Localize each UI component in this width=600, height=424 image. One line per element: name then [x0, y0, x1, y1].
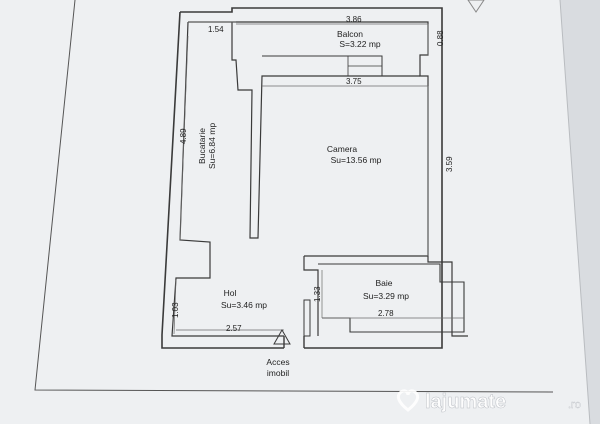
entrance-arrow-icon: [273, 328, 291, 345]
dim-camera-width: 3.75: [346, 77, 362, 86]
room-baie-name: Baie: [375, 278, 392, 288]
entrance-label-line1: Acces: [266, 357, 289, 367]
room-camera-area: Su=13.56 mp: [331, 155, 382, 165]
paper-edge: [559, 0, 591, 424]
room-bucatarie-area: Su=6.84 mp: [207, 123, 217, 169]
dim-line-bucatarie: [179, 35, 189, 241]
watermark-suffix: .ro: [568, 399, 581, 411]
baie-inner: [318, 263, 465, 333]
dim-top-left: 1.54: [208, 25, 224, 34]
room-balcon-name: Balcon: [337, 29, 363, 39]
partition-kitchen: [231, 22, 420, 239]
room-baie-area: Su=3.29 mp: [363, 291, 409, 301]
room-baie: Baie Su=3.29 mp: [363, 278, 409, 301]
dim-balcon-depth: 0.88: [436, 30, 445, 46]
entrance-jambs: [283, 336, 305, 348]
room-balcon-area: S=3.22 mp: [339, 39, 381, 49]
dim-camera-height: 3.59: [445, 156, 454, 172]
watermark-brand: lajumate: [425, 391, 506, 413]
room-hol-name: Hol: [224, 288, 237, 298]
room-balcon: Balcon S=3.22 mp: [337, 29, 381, 49]
dim-balcon-width: 3.86: [346, 15, 362, 24]
outer-wall-right: [180, 7, 443, 349]
room-camera-name: Camera: [327, 144, 358, 154]
dim-bucatarie-height: 4.89: [179, 128, 188, 144]
heart-hands-logo-icon: [396, 389, 420, 412]
watermark: lajumate .ro: [396, 389, 581, 413]
room-hol-area: Su=3.46 mp: [221, 300, 267, 310]
balcony-rail: [262, 55, 383, 76]
walls: [161, 7, 468, 349]
dim-baie-height: 1.33: [313, 286, 322, 302]
dimension-lines: [173, 21, 464, 335]
dim-hol-width: 2.57: [226, 324, 242, 333]
dim-hol-height: 1.03: [171, 302, 180, 318]
room-bucatarie-name: Bucatarie: [197, 128, 207, 164]
entrance-label-line2: imobil: [267, 368, 289, 378]
outer-wall-left: [161, 11, 284, 349]
room-camera: Camera Su=13.56 mp: [327, 144, 382, 165]
room-bucatarie: Bucatarie Su=6.84 mp: [197, 123, 217, 169]
room-hol: Hol Su=3.46 mp: [221, 288, 267, 310]
corner-marker-icon: [467, 0, 485, 13]
balcony-detail: [347, 56, 382, 76]
dim-line-hol-height: [173, 279, 177, 335]
baie-door-jamb: [303, 299, 311, 337]
dim-baie-width: 2.78: [378, 309, 394, 318]
partition-hol-baie: [303, 256, 319, 336]
drawing-frame: [34, 0, 554, 393]
